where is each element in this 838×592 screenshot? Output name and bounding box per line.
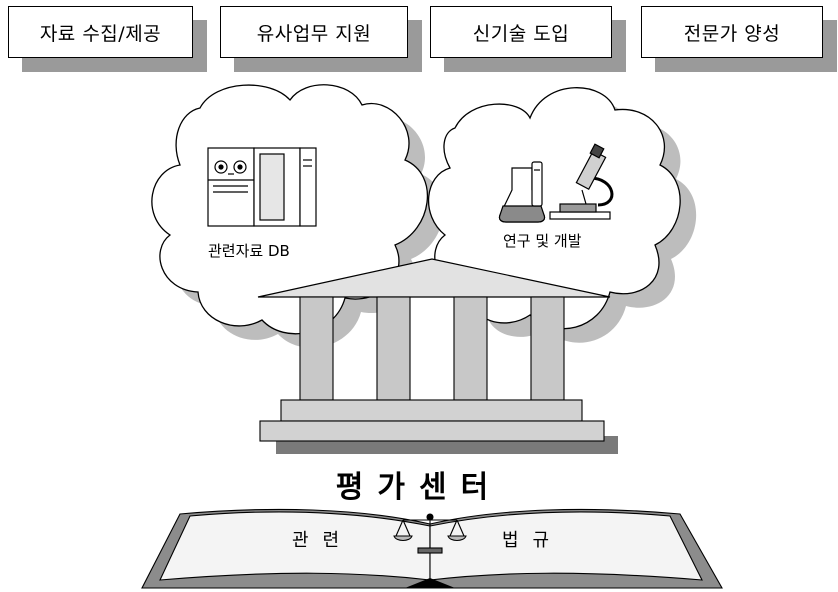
column [299, 296, 334, 401]
temple-step-upper [280, 399, 583, 422]
book-right-label: 법규 [502, 530, 564, 551]
box-label: 전문가 양성 [641, 6, 823, 58]
cloud-left-label: 관련자료 DB [208, 242, 290, 260]
box-new-tech-adoption: 신기술 도입 [430, 6, 626, 72]
box-expert-training: 전문가 양성 [641, 6, 837, 72]
column [453, 296, 488, 401]
lab-equipment-icon [498, 143, 614, 223]
cloud-right-label: 연구 및 개발 [503, 232, 582, 250]
box-label: 유사업무 지원 [220, 6, 408, 58]
box-label: 자료 수집/제공 [8, 6, 193, 58]
box-data-collection: 자료 수집/제공 [8, 6, 207, 72]
column [530, 296, 565, 401]
scales-icon [393, 513, 467, 554]
box-label: 신기술 도입 [430, 6, 612, 58]
column [376, 296, 411, 401]
box-similar-work-support: 유사업무 지원 [220, 6, 422, 72]
center-title: 평가센터 [335, 470, 503, 505]
temple-step-lower [259, 420, 605, 442]
book-left-label: 관련 [292, 530, 354, 551]
open-book [141, 508, 723, 589]
temple-roof [257, 258, 611, 298]
server-icon [207, 147, 317, 227]
temple-columns [299, 296, 565, 401]
